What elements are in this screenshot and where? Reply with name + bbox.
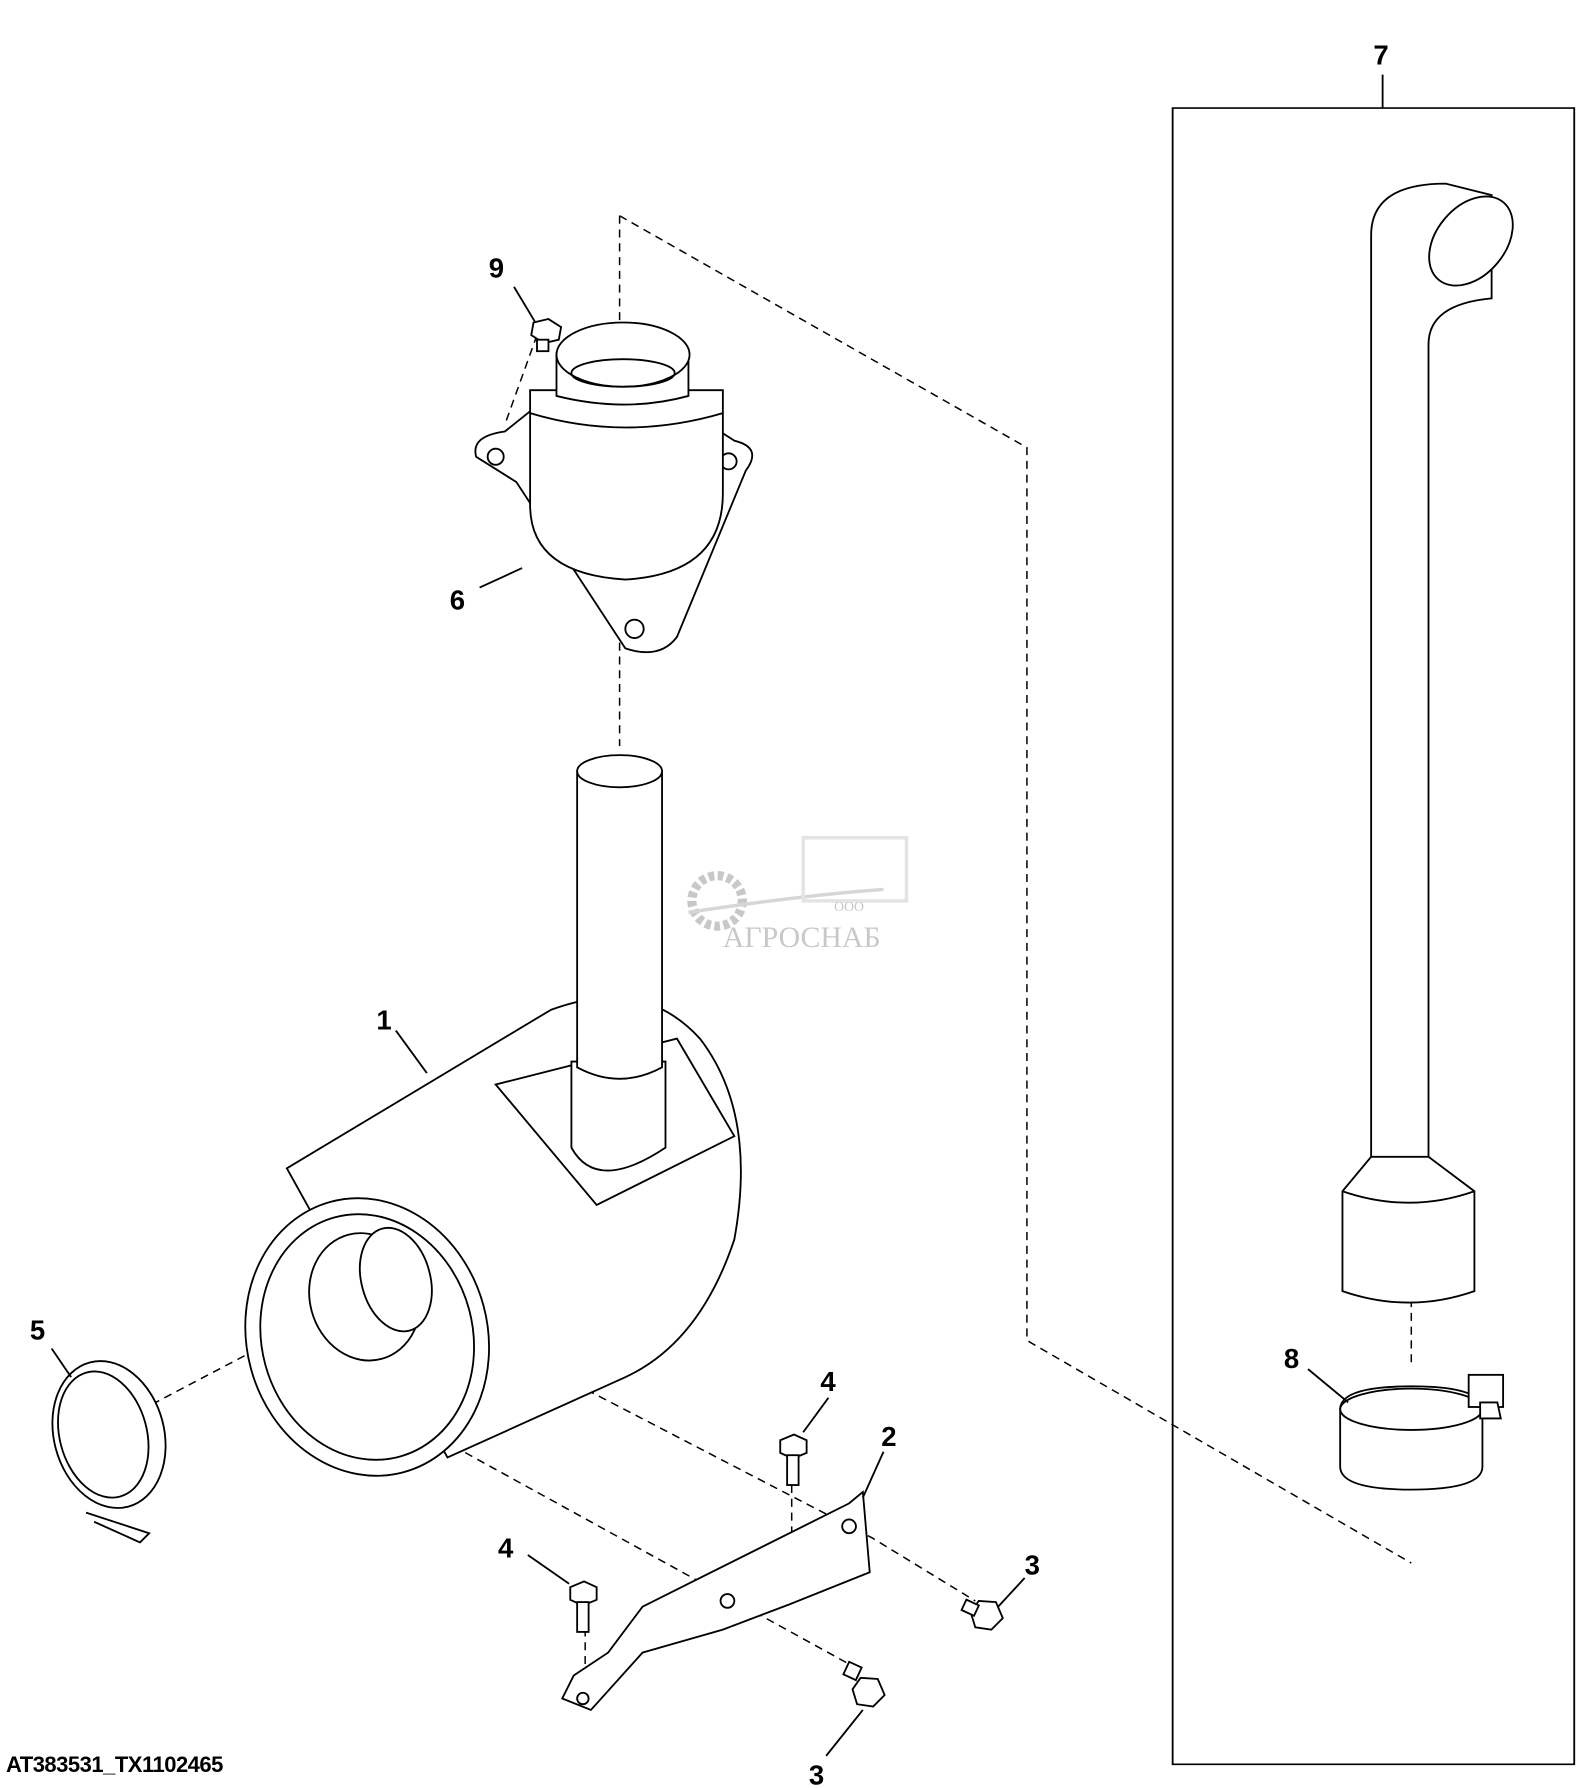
callout-5: 5 xyxy=(30,1314,45,1345)
callout-6: 6 xyxy=(450,584,465,615)
callout-3-lower: 3 xyxy=(809,1760,824,1788)
callout-2: 2 xyxy=(881,1421,896,1452)
callout-8: 8 xyxy=(1284,1343,1299,1374)
part-4-bolt-lower[interactable] xyxy=(569,1580,598,1633)
callout-7: 7 xyxy=(1373,39,1388,70)
part-7-exhaust-stack[interactable] xyxy=(1341,180,1529,1304)
callout-4-upper: 4 xyxy=(820,1366,836,1397)
part-2-muffler-bracket[interactable] xyxy=(560,1490,871,1712)
assembly-dashed-lines xyxy=(148,215,1413,1699)
watermark-name: АГРОСНАБ xyxy=(723,921,881,954)
part-7-group-frame xyxy=(1171,107,1576,1766)
callout-4-lower: 4 xyxy=(498,1532,514,1563)
part-5-v-band-clamp[interactable] xyxy=(37,1348,182,1544)
agrosnab-watermark-logo: ООО АГРОСНАБ xyxy=(687,836,909,954)
figure-id: AT383531_TX1102465 xyxy=(6,1752,223,1777)
part-3-bolt-lower[interactable] xyxy=(842,1660,886,1708)
callout-9: 9 xyxy=(489,253,504,284)
callout-leaders xyxy=(50,286,1349,1757)
callout-3-right: 3 xyxy=(1025,1550,1040,1581)
part-1-muffler[interactable] xyxy=(215,754,742,1503)
part-6-flange-elbow[interactable] xyxy=(474,321,754,654)
callout-1: 1 xyxy=(376,1004,391,1035)
watermark-prefix: ООО xyxy=(834,899,864,914)
part-8-band-clamp[interactable] xyxy=(1339,1373,1505,1491)
part-9-bolt[interactable] xyxy=(530,318,563,353)
part-4-bolt-upper[interactable] xyxy=(779,1433,808,1486)
part-3-bolt-right[interactable] xyxy=(960,1598,1004,1631)
